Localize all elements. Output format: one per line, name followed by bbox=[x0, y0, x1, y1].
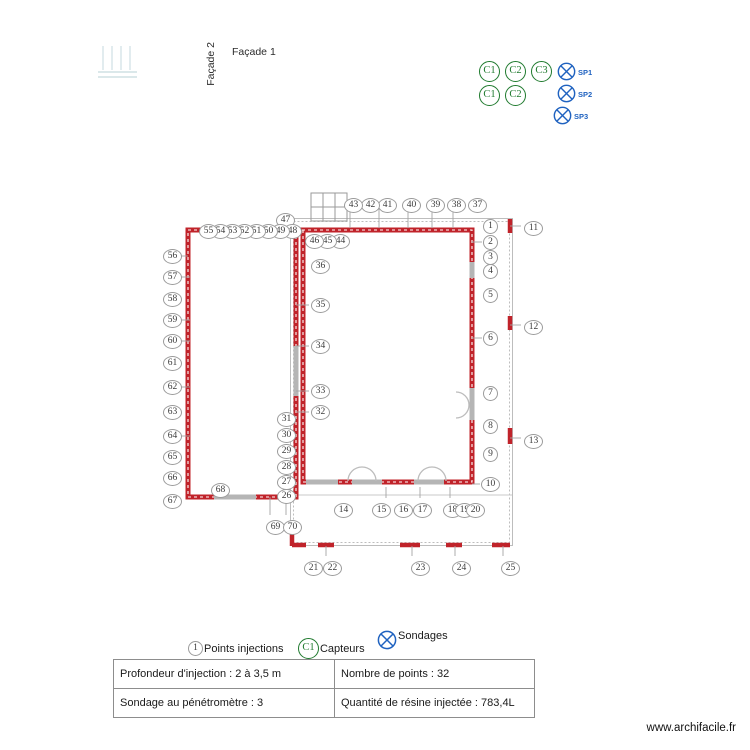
injection-point-5[interactable]: 5 bbox=[483, 288, 498, 303]
injection-point-16[interactable]: 16 bbox=[394, 503, 413, 518]
site-url: www.archifacile.fr bbox=[646, 722, 736, 734]
injection-point-60[interactable]: 60 bbox=[163, 334, 182, 349]
injection-point-65[interactable]: 65 bbox=[163, 450, 182, 465]
injection-point-13[interactable]: 13 bbox=[524, 434, 543, 449]
sensor-token-c3: C3 bbox=[531, 61, 552, 82]
injection-point-32[interactable]: 32 bbox=[311, 405, 330, 420]
injection-point-24[interactable]: 24 bbox=[452, 561, 471, 576]
facade-1-label: Façade 1 bbox=[232, 46, 276, 58]
injection-point-27[interactable]: 27 bbox=[277, 475, 296, 490]
sondage-label-sp1: SP1 bbox=[578, 68, 593, 77]
injection-point-30[interactable]: 30 bbox=[277, 428, 296, 443]
info-table: Profondeur d'injection : 2 à 3,5 m Nombr… bbox=[113, 659, 535, 718]
injection-point-41[interactable]: 41 bbox=[378, 198, 397, 213]
injection-point-10[interactable]: 10 bbox=[481, 477, 500, 492]
bottom-wall-stubs bbox=[289, 530, 510, 548]
injection-point-21[interactable]: 21 bbox=[304, 561, 323, 576]
table-cell-depth: Profondeur d'injection : 2 à 3,5 m bbox=[113, 659, 335, 689]
injection-point-4[interactable]: 4 bbox=[483, 264, 498, 279]
sondage-cross-circle-icon-legend bbox=[377, 630, 397, 650]
legend-injection-token: 1 bbox=[188, 641, 203, 656]
door-swing-bottom-b bbox=[417, 466, 447, 482]
injection-point-55[interactable]: 55 bbox=[199, 224, 218, 239]
legend-injection-label: Points injections bbox=[204, 642, 284, 655]
sondage-label-sp3: SP3 bbox=[574, 112, 589, 121]
injection-point-2[interactable]: 2 bbox=[483, 235, 498, 250]
sensor-token-c1-b: C1 bbox=[479, 85, 500, 106]
injection-point-37[interactable]: 37 bbox=[468, 198, 487, 213]
injection-point-64[interactable]: 64 bbox=[163, 429, 182, 444]
injection-point-57[interactable]: 57 bbox=[163, 270, 182, 285]
injection-point-38[interactable]: 38 bbox=[447, 198, 466, 213]
injection-point-59[interactable]: 59 bbox=[163, 313, 182, 328]
sondage-cross-circle-icon-sp3 bbox=[553, 106, 572, 125]
table-cell-penetrometer: Sondage au pénétromètre : 3 bbox=[113, 688, 335, 718]
injection-point-34[interactable]: 34 bbox=[311, 339, 330, 354]
injection-point-61[interactable]: 61 bbox=[163, 356, 182, 371]
sondage-cross-circle-icon-sp1 bbox=[557, 62, 576, 81]
sensor-token-c2-b: C2 bbox=[505, 85, 526, 106]
stairs-grid-icon bbox=[310, 192, 348, 222]
table-cell-resin: Quantité de résine injectée : 783,4L bbox=[334, 688, 535, 718]
injection-point-17[interactable]: 17 bbox=[413, 503, 432, 518]
injection-point-22[interactable]: 22 bbox=[323, 561, 342, 576]
injection-point-67[interactable]: 67 bbox=[163, 494, 182, 509]
sensor-token-c2-a: C2 bbox=[505, 61, 526, 82]
legend-sensor-token: C1 bbox=[297, 638, 319, 659]
injection-point-58[interactable]: 58 bbox=[163, 292, 182, 307]
door-swing-right bbox=[455, 391, 470, 419]
table-row: Profondeur d'injection : 2 à 3,5 m Nombr… bbox=[113, 659, 535, 689]
injection-point-31[interactable]: 31 bbox=[277, 412, 296, 427]
injection-point-14[interactable]: 14 bbox=[334, 503, 353, 518]
facade-hatch-icon bbox=[98, 46, 137, 78]
injection-point-33[interactable]: 33 bbox=[311, 384, 330, 399]
injection-point-8[interactable]: 8 bbox=[483, 419, 498, 434]
table-cell-points: Nombre de points : 32 bbox=[334, 659, 535, 689]
sensor-token-c1-a: C1 bbox=[479, 61, 500, 82]
legend-sounding-label: Sondages bbox=[398, 630, 448, 642]
legend-sensor: C1 Capteurs bbox=[297, 638, 365, 659]
injection-point-6[interactable]: 6 bbox=[483, 331, 498, 346]
legend-injection: 1 Points injections bbox=[188, 641, 284, 656]
door-swing-bottom-a bbox=[347, 466, 377, 482]
injection-point-35[interactable]: 35 bbox=[311, 298, 330, 313]
injection-point-15[interactable]: 15 bbox=[372, 503, 391, 518]
injection-point-40[interactable]: 40 bbox=[402, 198, 421, 213]
sondage-cross-circle-icon-sp2 bbox=[557, 84, 576, 103]
injection-point-26[interactable]: 26 bbox=[277, 489, 296, 504]
table-row: Sondage au pénétromètre : 3 Quantité de … bbox=[113, 688, 535, 718]
injection-point-66[interactable]: 66 bbox=[163, 471, 182, 486]
injection-point-7[interactable]: 7 bbox=[483, 386, 498, 401]
injection-point-62[interactable]: 62 bbox=[163, 380, 182, 395]
plan-legend: 1 Points injections C1 Capteurs Sondages bbox=[188, 630, 448, 659]
main-room-walls bbox=[296, 227, 475, 485]
injection-point-28[interactable]: 28 bbox=[277, 460, 296, 475]
injection-point-70[interactable]: 70 bbox=[283, 520, 302, 535]
injection-point-12[interactable]: 12 bbox=[524, 320, 543, 335]
injection-point-46[interactable]: 46 bbox=[305, 234, 324, 249]
injection-point-29[interactable]: 29 bbox=[277, 444, 296, 459]
injection-point-9[interactable]: 9 bbox=[483, 447, 498, 462]
injection-point-11[interactable]: 11 bbox=[524, 221, 543, 236]
injection-point-20[interactable]: 20 bbox=[466, 503, 485, 518]
injection-point-1[interactable]: 1 bbox=[483, 219, 498, 234]
injection-point-23[interactable]: 23 bbox=[411, 561, 430, 576]
injection-point-68[interactable]: 68 bbox=[211, 483, 230, 498]
injection-point-36[interactable]: 36 bbox=[311, 259, 330, 274]
injection-point-63[interactable]: 63 bbox=[163, 405, 182, 420]
wall-openings bbox=[214, 262, 475, 500]
sondage-label-sp2: SP2 bbox=[578, 90, 593, 99]
legend-sounding: Sondages bbox=[377, 630, 448, 650]
legend-sensor-label: Capteurs bbox=[319, 642, 365, 655]
injection-point-69[interactable]: 69 bbox=[266, 520, 285, 535]
injection-point-3[interactable]: 3 bbox=[483, 250, 498, 265]
injection-point-39[interactable]: 39 bbox=[426, 198, 445, 213]
injection-point-43[interactable]: 43 bbox=[344, 198, 363, 213]
injection-point-42[interactable]: 42 bbox=[361, 198, 380, 213]
injection-point-25[interactable]: 25 bbox=[501, 561, 520, 576]
injection-point-56[interactable]: 56 bbox=[163, 249, 182, 264]
